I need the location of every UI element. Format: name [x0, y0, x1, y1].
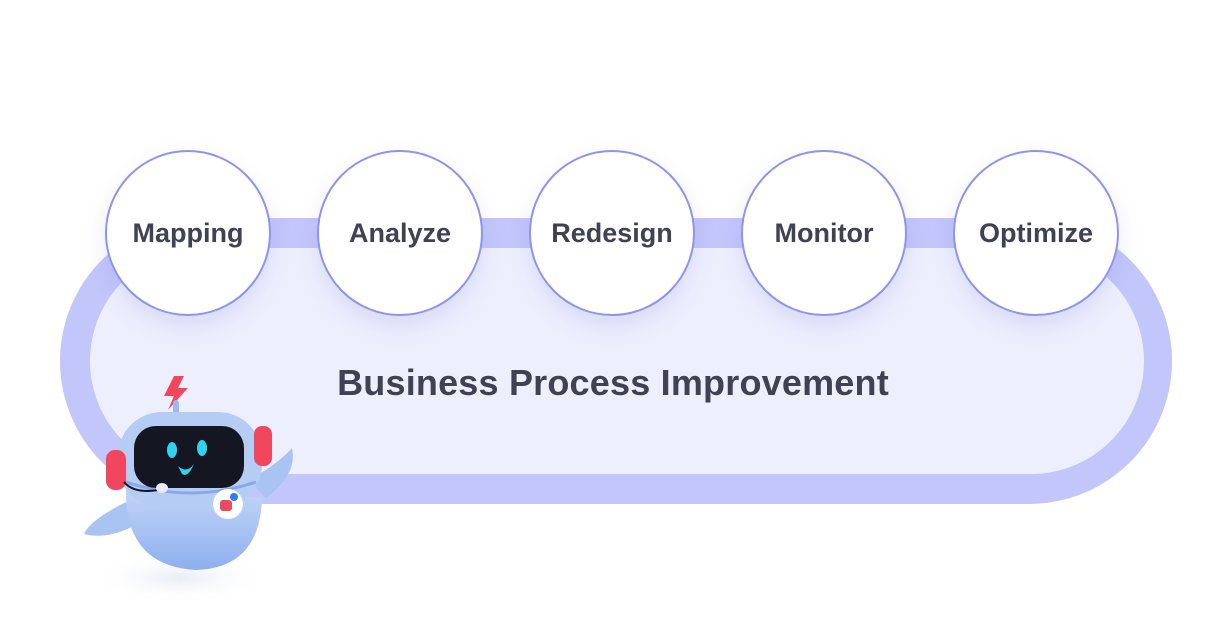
step-redesign: Redesign — [529, 150, 695, 316]
step-monitor: Monitor — [741, 150, 907, 316]
step-label: Mapping — [132, 217, 244, 248]
robot-mascot-icon — [84, 376, 293, 604]
step-analyze: Analyze — [317, 150, 483, 316]
step-optimize: Optimize — [953, 150, 1119, 316]
step-label: Monitor — [774, 217, 874, 248]
step-label: Optimize — [978, 217, 1093, 248]
diagram-title: Business Process Improvement — [337, 362, 889, 403]
step-mapping: Mapping — [105, 150, 271, 316]
step-label: Analyze — [348, 217, 452, 248]
step-label: Redesign — [551, 217, 673, 248]
